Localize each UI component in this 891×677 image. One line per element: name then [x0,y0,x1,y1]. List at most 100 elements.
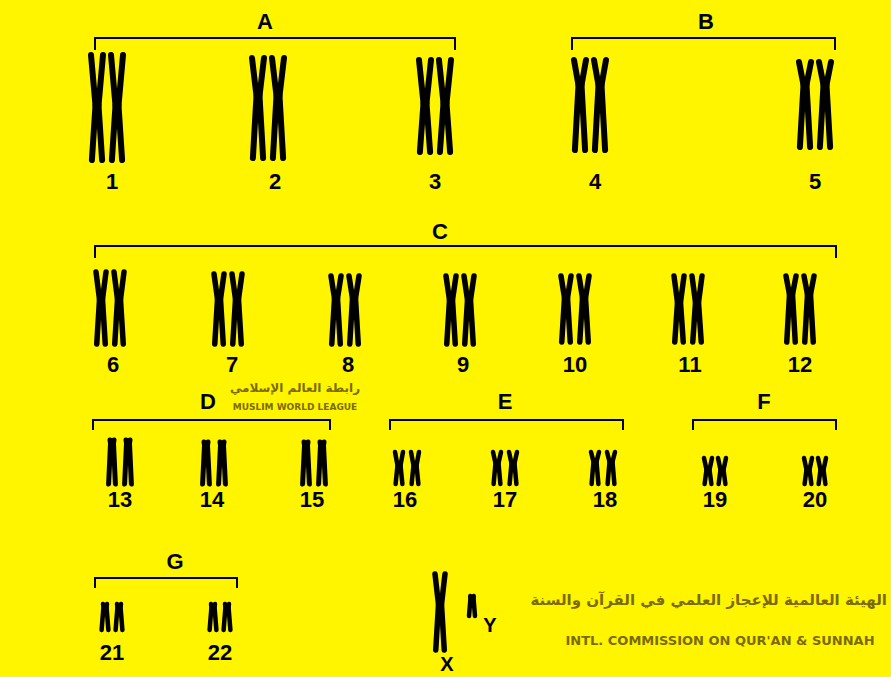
chromatid-arm [804,276,808,294]
chromatid-arm [203,445,205,484]
chromatid-arm [221,299,224,344]
chromatid-arm [239,274,243,299]
chromatid-arm [92,105,96,160]
chromatid-arm [693,302,696,342]
chromatid-arm [681,302,684,342]
chromatid-arm [308,445,310,484]
chromatid-arm [675,302,678,342]
chromatid-arm [253,96,257,158]
chromatid-arm [102,607,104,630]
chromatid-arm [692,276,696,302]
chromatid-arm [303,445,305,484]
chromatid-arm [103,299,106,344]
chromosome-number: 5 [809,171,821,193]
chromatid-arm [805,294,808,342]
chromatid-arm [465,300,468,344]
chromatid-arm [229,607,231,630]
chromatid-arm [119,105,123,160]
sex-chromosome-label: X [440,654,453,674]
chromatid-arm [592,462,594,484]
chromatid-arm [810,470,812,484]
chromatid-arm [215,607,217,630]
chromosome-number: 10 [563,354,587,376]
watermark-text: رابطة العالم الإسلامي [230,382,360,394]
chromatid-arm [799,62,804,85]
chromatid-arm [793,294,796,342]
chromatid-arm [719,470,721,484]
chromatid-arm [99,105,103,160]
group-letter: F [757,391,770,413]
chromatid-arm [412,465,414,484]
chromatid-arm [440,103,444,152]
chromatid-arm [419,60,424,103]
group-bracket [93,420,330,430]
chromatid-arm [469,598,470,616]
group-bracket [95,38,455,50]
watermark-text: MUSLIM WORLD LEAGUE [233,403,357,412]
chromatid-arm [515,463,517,484]
chromatid-arm [324,445,326,484]
chromatid-arm [800,85,804,147]
chromosome-number: 6 [107,354,119,376]
watermark-text: الهيئة العالمية للإعجاز العلمي في القرآن… [531,593,888,608]
chromatid-arm [474,598,475,616]
chromatid-arm [568,276,572,298]
chromosome-number: 2 [269,171,281,193]
chromatid-arm [214,274,218,299]
chromatid-arm [561,276,565,298]
chromosome-number: 19 [703,489,727,511]
chromatid-arm [710,470,712,484]
chromatid-arm [608,462,610,484]
chromatid-arm [586,298,589,342]
chromatid-arm [103,272,107,299]
chromatid-arm [356,298,359,344]
chromatid-arm [827,62,832,85]
chromosomes [91,55,831,650]
chromatid-arm [793,276,797,294]
chromosome-number: 14 [200,489,224,511]
chromatid-arm [494,463,496,484]
chromatid-arm [602,60,607,85]
chromatid-arm [112,105,116,160]
chromatid-arm [602,85,606,150]
chromatid-arm [119,55,124,105]
chromatid-arm [331,276,335,298]
chromosome-number: 7 [226,354,238,376]
chromatid-arm [114,444,116,484]
chromatid-arm [699,302,702,342]
chromatid-arm [233,299,236,344]
group-bracket [572,38,835,50]
chromatid-arm [471,276,475,300]
chromatid-arm [427,60,432,103]
chromatid-arm [575,85,579,150]
group-bracket [95,246,836,258]
chromatid-arm [579,276,583,298]
group-letter: B [698,11,714,33]
chromatid-arm [260,58,265,96]
chromatid-arm [121,299,124,344]
chromatid-arm [594,60,599,85]
chromatid-arm [239,299,242,344]
watermark-text: INTL. COMMISSION ON QUR'AN & SUNNAH [565,634,874,647]
chromatid-arm [121,272,125,299]
chromatid-arm [396,465,398,484]
chromatid-arm [219,445,221,484]
chromatid-arm [613,462,615,484]
chromatid-arm [116,607,118,630]
chromatid-arm [272,58,277,96]
chromatid-arm [109,444,111,484]
chromatid-arm [453,276,457,300]
chromatid-arm [447,60,452,103]
group-letter: A [257,11,273,33]
sex-chromosome-label: Y [483,615,496,635]
chromatid-arm [787,294,790,342]
chromatid-arm [280,58,285,96]
chromatid-arm [705,470,707,484]
chromatid-arm [401,465,403,484]
chromatid-arm [273,96,277,158]
chromatid-arm [510,463,512,484]
chromatid-arm [471,300,474,344]
chromosome-number: 11 [678,354,701,376]
chromatid-arm [786,276,790,294]
